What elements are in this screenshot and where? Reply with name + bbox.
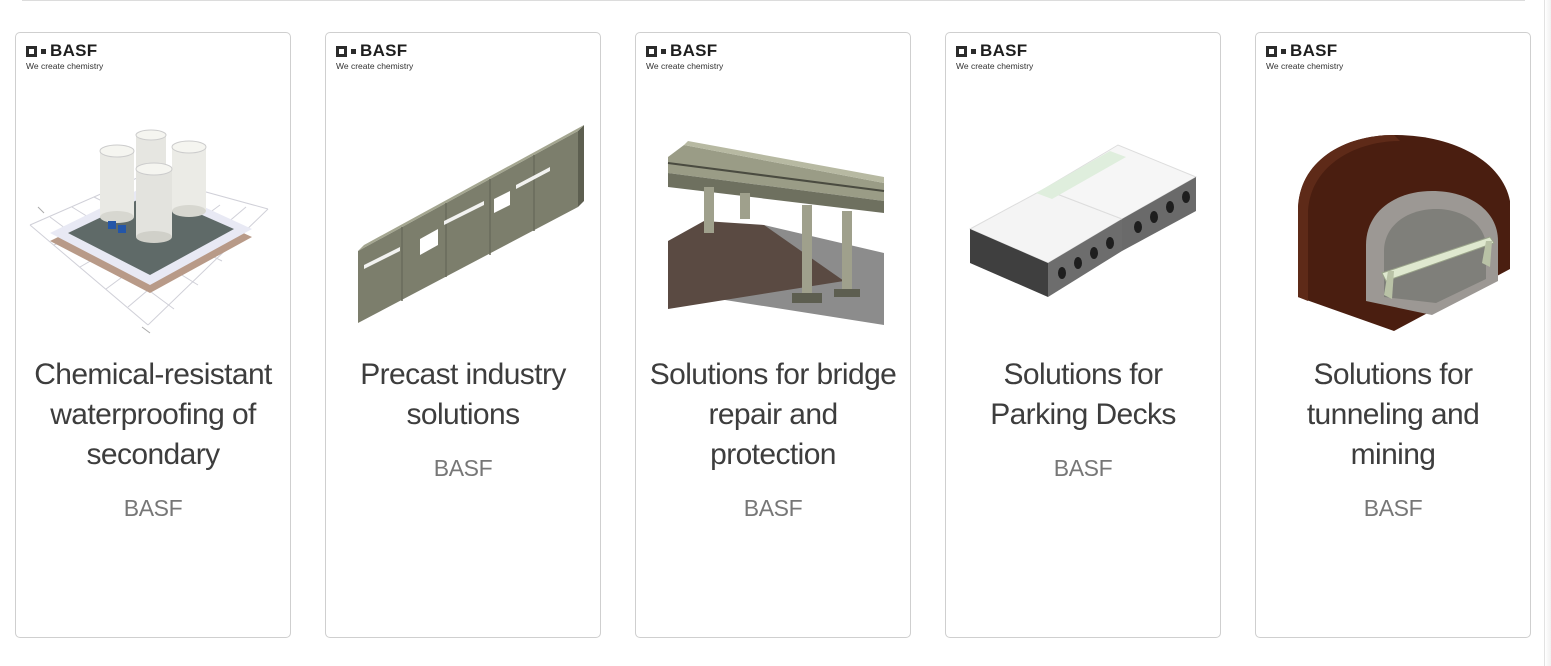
basf-dot-mark: [41, 48, 46, 54]
basf-logo-word: BASF: [1290, 41, 1338, 60]
basf-logo-word: BASF: [670, 41, 718, 60]
card-vendor: BASF: [123, 495, 183, 521]
basf-tagline: We create chemistry: [956, 61, 1034, 71]
basf-square-mark: [646, 45, 657, 57]
bridge-image: [644, 101, 904, 337]
tunnel-section-image: [1264, 101, 1524, 337]
card-title-text[interactable]: Chemical-resistant waterproofing of seco…: [34, 358, 272, 471]
basf-tagline: We create chemistry: [646, 61, 724, 71]
product-card-tunneling[interactable]: BASF We create chemistry Solutions for t…: [1255, 32, 1531, 638]
basf-tagline: We create chemistry: [336, 61, 414, 71]
basf-dot-mark: [1281, 48, 1286, 54]
basf-square-mark: [336, 45, 347, 57]
card-vendor: BASF: [1053, 455, 1113, 481]
product-card-parking-decks[interactable]: BASF We create chemistry: [945, 32, 1221, 638]
card-thumbnail[interactable]: [24, 101, 284, 337]
card-title[interactable]: Precast industry solutions BASF: [336, 355, 590, 488]
card-vendor: BASF: [433, 455, 493, 481]
basf-square-mark: [26, 45, 37, 57]
basf-logo: BASF We create chemistry: [26, 42, 103, 71]
card-title[interactable]: Solutions for Parking Decks BASF: [956, 355, 1210, 488]
card-title[interactable]: Chemical-resistant waterproofing of seco…: [26, 355, 280, 528]
card-thumbnail[interactable]: [644, 101, 904, 337]
card-vendor: BASF: [743, 495, 803, 521]
basf-logo: BASF We create chemistry: [646, 42, 723, 71]
basf-dot-mark: [661, 48, 666, 54]
card-title-text[interactable]: Solutions for bridge repair and protecti…: [649, 358, 897, 471]
precast-wall-panel-image: [334, 101, 594, 337]
basf-logo-word: BASF: [50, 41, 98, 60]
card-title-text[interactable]: Precast industry solutions: [360, 358, 566, 431]
basf-dot-mark: [351, 48, 356, 54]
card-title[interactable]: Solutions for tunneling and mining BASF: [1266, 355, 1520, 528]
basf-logo-word: BASF: [980, 41, 1028, 60]
card-vendor: BASF: [1363, 495, 1423, 521]
card-title-text[interactable]: Solutions for Parking Decks: [990, 358, 1176, 431]
storage-tanks-containment-image: [24, 101, 284, 337]
basf-square-mark: [956, 45, 967, 57]
card-title-text[interactable]: Solutions for tunneling and mining: [1306, 358, 1480, 471]
card-title[interactable]: Solutions for bridge repair and protecti…: [646, 355, 900, 528]
card-thumbnail[interactable]: [1264, 101, 1524, 337]
top-divider: [22, 0, 1525, 1]
basf-dot-mark: [971, 48, 976, 54]
product-card-bridge[interactable]: BASF We create chemistry Solut: [635, 32, 911, 638]
basf-logo-word: BASF: [360, 41, 408, 60]
basf-tagline: We create chemistry: [26, 61, 104, 71]
basf-square-mark: [1266, 45, 1277, 57]
basf-tagline: We create chemistry: [1266, 61, 1344, 71]
basf-logo: BASF We create chemistry: [1266, 42, 1343, 71]
scrollbar-edge[interactable]: [1544, 0, 1551, 666]
product-card-chemical-resistant[interactable]: BASF We create chemistry: [15, 32, 291, 638]
basf-logo: BASF We create chemistry: [956, 42, 1033, 71]
basf-logo: BASF We create chemistry: [336, 42, 413, 71]
parking-deck-slabs-image: [954, 101, 1214, 337]
card-thumbnail[interactable]: [334, 101, 594, 337]
product-card-precast[interactable]: BASF We create chemistry P: [325, 32, 601, 638]
card-thumbnail[interactable]: [954, 101, 1214, 337]
